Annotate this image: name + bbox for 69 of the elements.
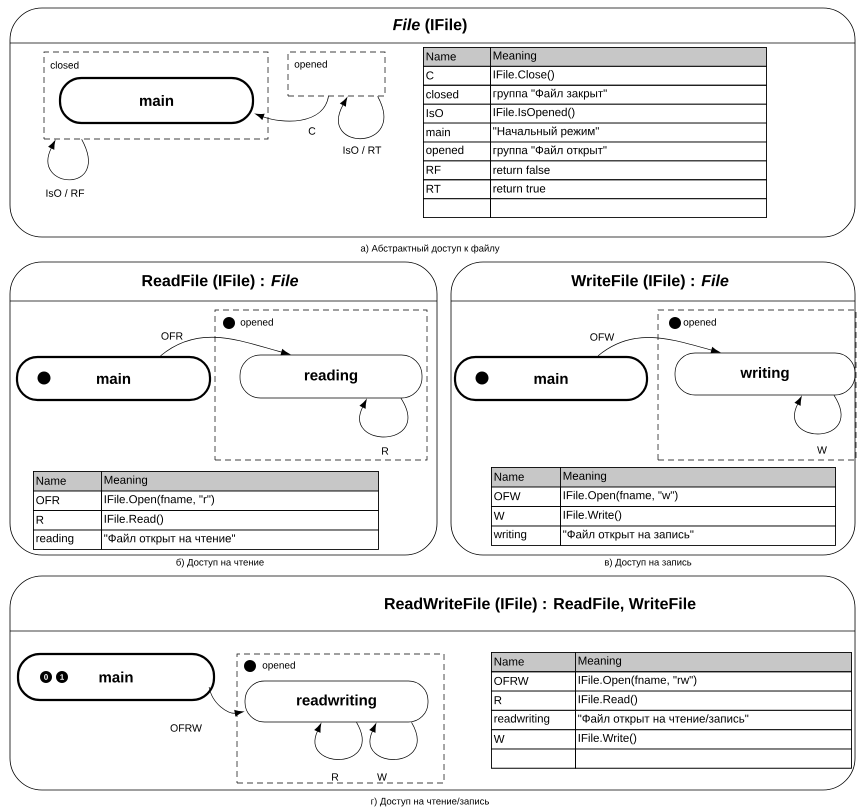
transition-arrow bbox=[160, 336, 290, 356]
transition-arrow bbox=[208, 686, 244, 716]
figure-caption: г) Доступ на чтение/запись bbox=[371, 798, 489, 806]
transition-arrow bbox=[369, 722, 418, 760]
state-box: readwriting bbox=[244, 680, 428, 722]
table-cell: opened bbox=[423, 142, 491, 162]
transition-arrow bbox=[338, 96, 384, 139]
table-cell: RF bbox=[423, 160, 491, 180]
edge-label: OFR bbox=[160, 331, 184, 341]
table-cell: readwriting bbox=[491, 710, 576, 730]
state-box: main bbox=[16, 356, 212, 402]
state-box: main bbox=[454, 356, 648, 402]
table-cell: reading bbox=[33, 530, 102, 550]
figure-caption: а) Абстрактный доступ к файлу bbox=[360, 244, 500, 254]
table-cell: W bbox=[491, 729, 576, 750]
table-cell: return false bbox=[490, 160, 767, 180]
table-cell: Name bbox=[423, 46, 491, 67]
table-cell: группа "Файл закрыт" bbox=[490, 84, 767, 105]
transition-arrow bbox=[598, 337, 720, 356]
table-cell: closed bbox=[423, 84, 491, 105]
figure-caption: б) Доступ на чтение bbox=[176, 558, 264, 568]
table-cell: OFR bbox=[33, 490, 102, 511]
table-cell: IFile.Open(fname, "r") bbox=[101, 490, 379, 511]
table-cell: Name bbox=[491, 652, 576, 672]
transition-arrow bbox=[48, 139, 89, 180]
table-cell: return true bbox=[490, 179, 767, 200]
table-cell: "Файл открыт на чтение/запись" bbox=[575, 710, 852, 730]
table-cell: IFile.Write() bbox=[560, 506, 836, 526]
table-cell: "Начальный режим" bbox=[490, 122, 767, 142]
table-cell: W bbox=[491, 506, 561, 526]
edge-label: C bbox=[307, 126, 317, 136]
edge-label: W bbox=[376, 772, 388, 782]
transition-arrow bbox=[359, 398, 408, 438]
table-cell: Name bbox=[491, 467, 561, 488]
table-cell: C bbox=[423, 66, 491, 86]
table-cell: IFile.Read() bbox=[101, 510, 379, 530]
table-cell: группа "Файл открыт" bbox=[490, 142, 767, 162]
transition-arrow bbox=[314, 722, 362, 760]
table-cell: "Файл открыт на запись" bbox=[560, 526, 836, 546]
figure-caption: в) Доступ на запись bbox=[604, 558, 692, 568]
state-box: main bbox=[58, 76, 254, 124]
edge-label: OFW bbox=[588, 332, 616, 342]
state-box: writing bbox=[674, 352, 856, 396]
edge-label: R bbox=[380, 446, 390, 456]
edge-label: OFRW bbox=[169, 723, 203, 733]
table-cell: main bbox=[423, 122, 491, 142]
table-cell: IFile.Open(fname, "rw") bbox=[575, 671, 852, 692]
edge-label: IsO / RT bbox=[342, 145, 382, 155]
table-cell: R bbox=[491, 690, 576, 711]
table-cell: IFile.Close() bbox=[490, 66, 767, 86]
transition-arrow bbox=[794, 395, 842, 434]
table-cell: IFile.Read() bbox=[575, 690, 852, 711]
transition-arrow bbox=[255, 96, 329, 122]
table-cell: OFRW bbox=[491, 671, 576, 692]
edge-label: IsO / RF bbox=[44, 188, 86, 198]
table-cell: Name bbox=[33, 471, 102, 492]
edge-label: W bbox=[816, 445, 828, 455]
table-cell: RT bbox=[423, 179, 491, 200]
table-cell: OFW bbox=[491, 486, 561, 507]
table-cell: IFile.IsOpened() bbox=[490, 104, 767, 124]
table-cell: IsO bbox=[423, 104, 491, 124]
state-box: reading bbox=[240, 354, 422, 398]
table-cell: IFile.Open(fname, "w") bbox=[560, 486, 836, 507]
table-cell: writing bbox=[491, 526, 561, 546]
table-cell: IFile.Write() bbox=[575, 729, 852, 750]
table-cell: R bbox=[33, 510, 102, 530]
table-cell: "Файл открыт на чтение" bbox=[101, 530, 379, 550]
state-group: opened bbox=[288, 52, 386, 96]
edge-label: R bbox=[330, 772, 340, 782]
